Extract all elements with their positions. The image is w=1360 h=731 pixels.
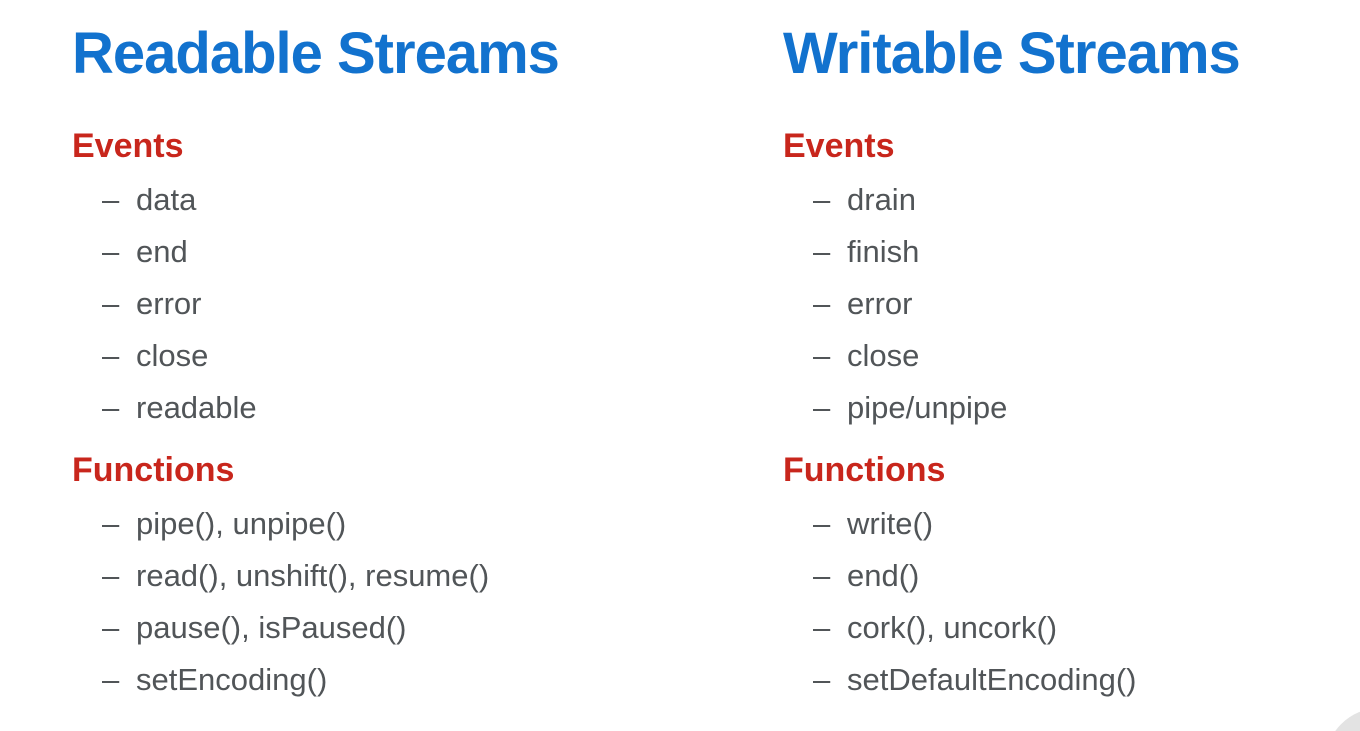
- dash-bullet: –: [102, 610, 120, 645]
- list-item-label: close: [847, 338, 920, 373]
- dash-bullet: –: [813, 506, 831, 541]
- list-item: – error: [813, 278, 1343, 330]
- dash-bullet: –: [102, 662, 120, 697]
- list-item-label: pause(), isPaused(): [136, 610, 407, 645]
- list-item: – drain: [813, 174, 1343, 226]
- list-item: – finish: [813, 226, 1343, 278]
- list-item-label: setDefaultEncoding(): [847, 662, 1137, 697]
- dash-bullet: –: [813, 558, 831, 593]
- readable-events-section: Events – data – end – error – close: [72, 128, 672, 434]
- list-item-label: close: [136, 338, 209, 373]
- dash-bullet: –: [102, 390, 120, 425]
- dash-bullet: –: [102, 182, 120, 217]
- writable-events-list: – drain – finish – error – close – pip: [783, 174, 1343, 434]
- dash-bullet: –: [102, 286, 120, 321]
- writable-streams-title: Writable Streams: [783, 21, 1241, 86]
- list-item: – setEncoding(): [102, 654, 672, 706]
- dash-bullet: –: [813, 286, 831, 321]
- list-item: – read(), unshift(), resume(): [102, 550, 672, 602]
- dash-bullet: –: [813, 338, 831, 373]
- list-item-label: read(), unshift(), resume(): [136, 558, 490, 593]
- list-item: – cork(), uncork(): [813, 602, 1343, 654]
- corner-decoration-circle: [1325, 708, 1360, 731]
- readable-events-list: – data – end – error – close – readabl: [72, 174, 672, 434]
- dash-bullet: –: [102, 338, 120, 373]
- list-item-label: end: [136, 234, 188, 269]
- list-item: – setDefaultEncoding(): [813, 654, 1343, 706]
- list-item-label: setEncoding(): [136, 662, 328, 697]
- writable-events-heading: Events: [783, 127, 895, 165]
- list-item-label: end(): [847, 558, 920, 593]
- readable-functions-list: – pipe(), unpipe() – read(), unshift(), …: [72, 498, 672, 706]
- dash-bullet: –: [813, 182, 831, 217]
- list-item: – close: [102, 330, 672, 382]
- readable-events-heading: Events: [72, 127, 184, 165]
- list-item: – pipe(), unpipe(): [102, 498, 672, 550]
- dash-bullet: –: [102, 234, 120, 269]
- list-item-label: drain: [847, 182, 916, 217]
- list-item: – error: [102, 278, 672, 330]
- list-item: – close: [813, 330, 1343, 382]
- list-item: – pipe/unpipe: [813, 382, 1343, 434]
- list-item-label: finish: [847, 234, 920, 269]
- writable-events-section: Events – drain – finish – error – close: [783, 128, 1343, 434]
- list-item-label: cork(), uncork(): [847, 610, 1058, 645]
- readable-streams-title: Readable Streams: [72, 21, 560, 86]
- dash-bullet: –: [102, 558, 120, 593]
- writable-functions-list: – write() – end() – cork(), uncork() – s…: [783, 498, 1343, 706]
- list-item: – data: [102, 174, 672, 226]
- list-item-label: write(): [847, 506, 934, 541]
- writable-streams-column: Writable Streams Events – drain – finish…: [783, 24, 1343, 706]
- list-item-label: data: [136, 182, 197, 217]
- writable-functions-section: Functions – write() – end() – cork(), un…: [783, 452, 1343, 706]
- readable-functions-heading: Functions: [72, 451, 235, 489]
- dash-bullet: –: [813, 662, 831, 697]
- dash-bullet: –: [813, 390, 831, 425]
- list-item: – end: [102, 226, 672, 278]
- list-item: – end(): [813, 550, 1343, 602]
- list-item: – readable: [102, 382, 672, 434]
- list-item-label: error: [847, 286, 913, 321]
- list-item-label: readable: [136, 390, 257, 425]
- writable-functions-heading: Functions: [783, 451, 946, 489]
- dash-bullet: –: [813, 610, 831, 645]
- dash-bullet: –: [102, 506, 120, 541]
- readable-streams-column: Readable Streams Events – data – end – e…: [72, 24, 672, 706]
- list-item-label: pipe(), unpipe(): [136, 506, 347, 541]
- list-item-label: pipe/unpipe: [847, 390, 1008, 425]
- readable-functions-section: Functions – pipe(), unpipe() – read(), u…: [72, 452, 672, 706]
- list-item: – write(): [813, 498, 1343, 550]
- dash-bullet: –: [813, 234, 831, 269]
- list-item-label: error: [136, 286, 202, 321]
- list-item: – pause(), isPaused(): [102, 602, 672, 654]
